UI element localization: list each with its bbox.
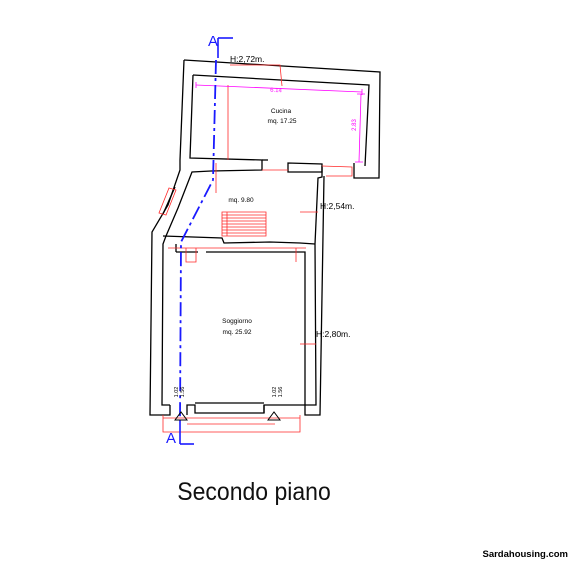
kitchen-depth-dim: 2.83 <box>352 119 358 131</box>
room-middle-area: mq. 9.80 <box>228 197 254 204</box>
room-kitchen-name: Cucina <box>271 108 292 115</box>
kitchen-dimensions <box>195 82 365 163</box>
section-line <box>179 37 233 445</box>
level-markers <box>174 411 281 421</box>
kitchen-width-dim: 6.14 <box>270 88 283 94</box>
walls <box>149 59 381 416</box>
room-kitchen-area: mq. 17.25 <box>268 118 297 125</box>
window-right-dim-a: 1.02 <box>272 387 278 398</box>
window-left-dim-b: 1.56 <box>180 387 186 398</box>
section-marker-bottom: A <box>166 430 176 447</box>
height-living: H:2,80m. <box>316 329 351 339</box>
height-middle: H:2,54m. <box>320 201 355 211</box>
room-living-name: Soggiorno <box>222 318 252 325</box>
height-kitchen: H:2,72m. <box>230 54 265 64</box>
plan-title: Secondo piano <box>177 478 331 506</box>
section-marker-top: A <box>208 33 218 50</box>
room-living-area: mq. 25.92 <box>223 329 252 336</box>
site-credit[interactable]: Sardahousing.com <box>482 549 568 560</box>
window-right-dim-b: 1.56 <box>278 387 284 398</box>
window-left-dim-a: 1.02 <box>174 387 180 398</box>
